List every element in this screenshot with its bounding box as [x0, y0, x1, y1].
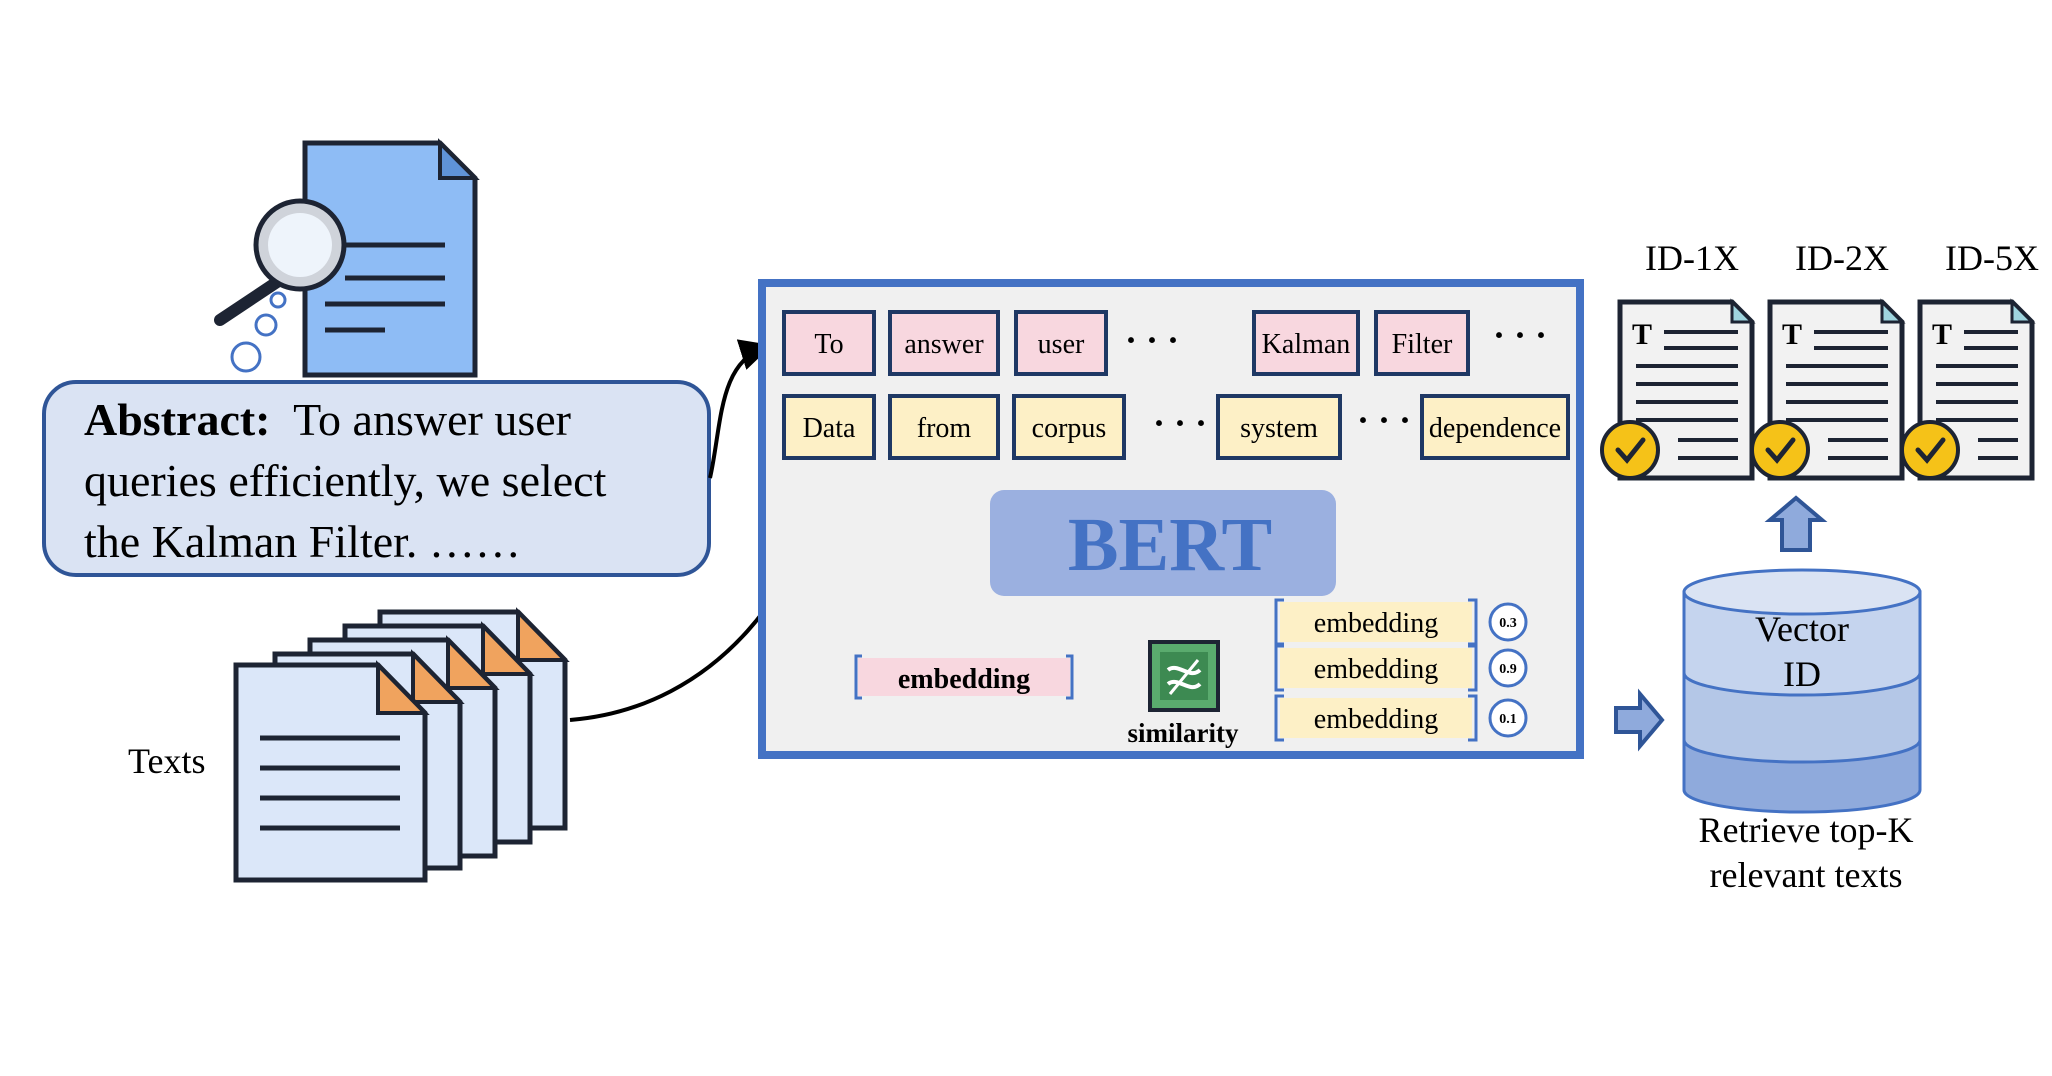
corpus-token-box: from — [888, 394, 1000, 460]
similarity-score-badge: 0.1 — [1488, 698, 1528, 738]
corpus-token-label: corpus — [1032, 413, 1107, 444]
query-ellipsis: · · · — [1125, 320, 1179, 360]
corpus-token-box: Data — [782, 394, 876, 460]
to-vector-db-arrow-icon — [1614, 688, 1665, 752]
similarity-score: 0.3 — [1499, 616, 1517, 631]
query-token-box: user — [1014, 310, 1108, 376]
result-document: ID-5X T — [1900, 238, 2039, 481]
vector-database-icon: Vector ID — [1682, 568, 1922, 814]
query-token-label: answer — [904, 329, 984, 360]
query-token-row: To answer user Kalman Filter — [782, 310, 1470, 376]
abstract-callout: Abstract: To answer user queries efficie… — [42, 380, 711, 577]
query-token-label: To — [814, 329, 843, 360]
query-ellipsis-end: · · · — [1493, 315, 1547, 355]
corpus-ellipsis-2: · · · — [1357, 400, 1411, 440]
retrieved-results: ID-1X T ID-2X T ID-5X T — [1600, 238, 2039, 481]
document-check-icon: T — [1900, 298, 2036, 481]
similarity-score-badge: 0.3 — [1488, 602, 1528, 642]
result-id-label: ID-1X — [1645, 238, 1739, 278]
bert-label: BERT — [1068, 503, 1272, 587]
corpus-token-row: Data from corpus system dependence — [782, 394, 1570, 460]
text-glyph-icon: T — [1782, 318, 1802, 351]
bert-panel: To answer user Kalman Filter Data from corpus s… — [758, 279, 1584, 759]
query-token-box: To — [782, 310, 876, 376]
result-document: ID-1X T — [1600, 238, 1756, 481]
similarity-score-badge: 0.9 — [1488, 648, 1528, 688]
corpus-token-label: dependence — [1429, 413, 1561, 444]
similarity-icon — [1148, 640, 1220, 712]
corpus-token-label: Data — [803, 413, 856, 444]
query-token-box: Kalman — [1252, 310, 1360, 376]
corpus-token-box: system — [1216, 394, 1342, 460]
retrieve-caption-line-1: Retrieve top-K — [1699, 810, 1914, 850]
candidate-embedding-label: embedding — [1314, 704, 1438, 735]
vector-db-line-2: ID — [1783, 654, 1821, 694]
similarity-score: 0.1 — [1499, 712, 1517, 727]
candidate-embedding-list: embedding 0.3 embedding 0.9 embedding 0.1 — [1274, 598, 1528, 742]
result-id-label: ID-2X — [1795, 238, 1889, 278]
query-embedding: embedding — [854, 654, 1074, 700]
retrieve-caption-line-2: relevant texts — [1710, 855, 1903, 895]
svg-text:Abstract: To answer user: Abstract: To answer user — [84, 394, 571, 445]
document-check-icon: T — [1600, 298, 1756, 481]
similarity-label: similarity — [1128, 718, 1239, 748]
query-embedding-label: embedding — [898, 664, 1030, 695]
corpus-token-box: corpus — [1012, 394, 1126, 460]
result-id-label: ID-5X — [1945, 238, 2039, 278]
corpus-token-label: system — [1240, 413, 1318, 444]
text-glyph-icon: T — [1632, 318, 1652, 351]
corpus-ellipsis-1: · · · — [1153, 403, 1207, 443]
texts-document-stack-icon — [233, 607, 570, 883]
query-token-box: Filter — [1374, 310, 1470, 376]
search-document-icon — [214, 138, 480, 378]
query-token-box: answer — [888, 310, 1000, 376]
up-arrow-icon — [1764, 495, 1828, 552]
texts-label: Texts — [128, 741, 205, 781]
text-glyph-icon: T — [1932, 318, 1952, 351]
abstract-to-query-arrow — [708, 339, 773, 479]
similarity-score: 0.9 — [1499, 662, 1517, 677]
abstract-line-2: queries efficiently, we select — [84, 455, 607, 506]
query-token-label: Kalman — [1262, 329, 1351, 360]
corpus-token-box: dependence — [1420, 394, 1570, 460]
result-document: ID-2X T — [1750, 238, 1906, 481]
corpus-token-label: from — [917, 413, 972, 444]
candidate-embedding-label: embedding — [1314, 608, 1438, 639]
candidate-embedding-row: embedding 0.9 — [1274, 644, 1528, 692]
abstract-line-1: To answer user — [293, 394, 571, 445]
bert-model-box: BERT — [990, 490, 1336, 596]
abstract-label: Abstract: — [84, 394, 271, 445]
candidate-embedding-row: embedding 0.3 — [1274, 598, 1528, 646]
candidate-embedding-row: embedding 0.1 — [1274, 694, 1528, 742]
query-token-label: Filter — [1392, 329, 1453, 360]
abstract-line-3: the Kalman Filter. …… — [84, 516, 521, 567]
candidate-embedding-label: embedding — [1314, 654, 1438, 685]
query-token-label: user — [1038, 329, 1085, 360]
document-check-icon: T — [1750, 298, 1906, 481]
vector-db-line-1: Vector — [1755, 609, 1849, 649]
